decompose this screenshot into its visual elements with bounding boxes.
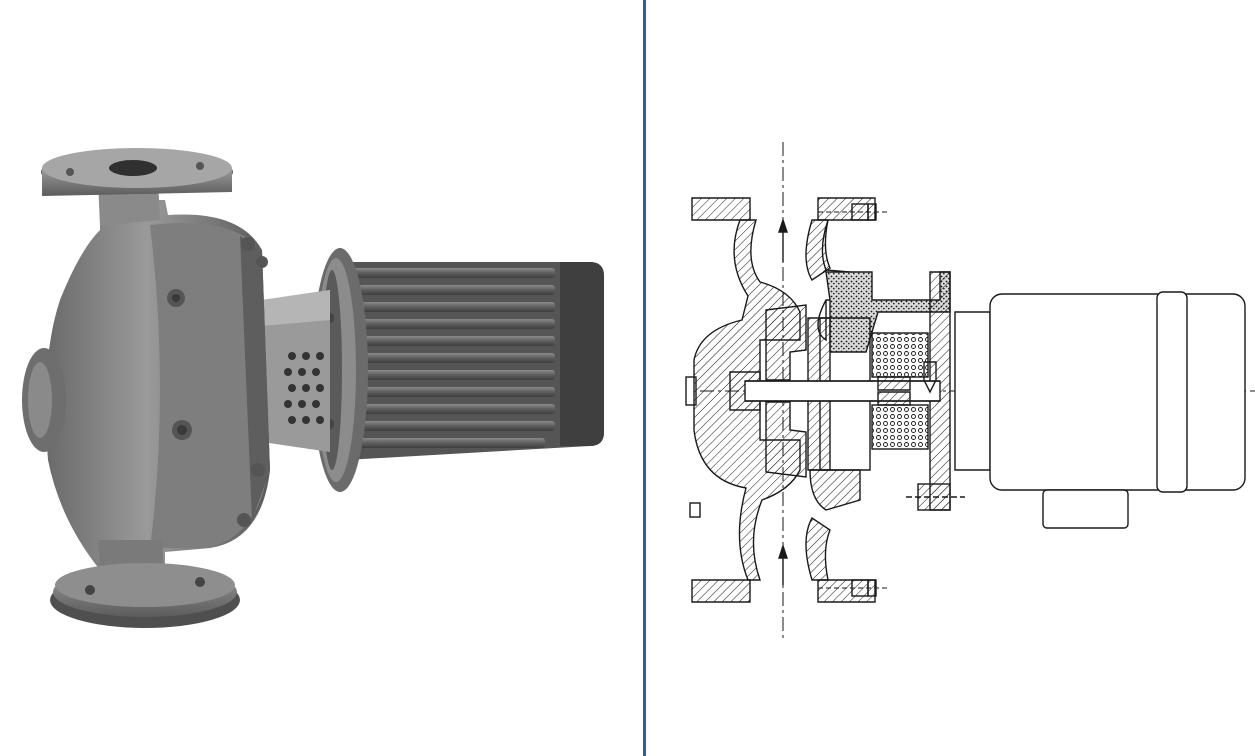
top-flange <box>41 148 233 226</box>
panel-divider <box>643 0 646 756</box>
motor-housing <box>345 262 604 460</box>
pump-drawing-icon <box>685 142 1255 642</box>
pump-drawing-panel <box>646 0 1255 756</box>
lantern-bracket <box>262 290 330 452</box>
divider-line <box>643 0 646 756</box>
volute-casing <box>22 200 270 570</box>
pump-photo-icon <box>22 148 604 628</box>
pump-photo-panel <box>22 148 604 628</box>
bottom-flange <box>50 540 240 628</box>
